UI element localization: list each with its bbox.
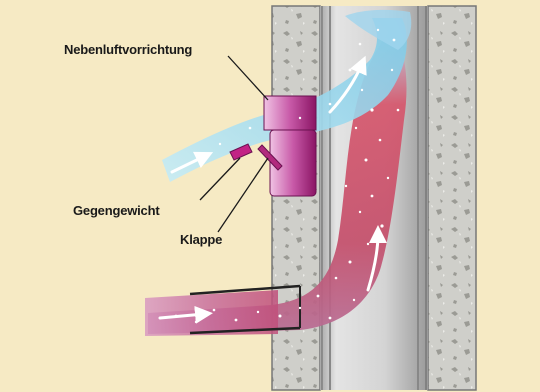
label-secondary-air-device: Nebenluftvorrichtung (64, 42, 192, 57)
left-chimney-wall (272, 6, 320, 390)
secondary-air-collar (264, 96, 316, 130)
right-chimney-wall (428, 6, 476, 390)
label-counterweight: Gegengewicht (73, 203, 159, 218)
label-flap: Klappe (180, 232, 222, 247)
